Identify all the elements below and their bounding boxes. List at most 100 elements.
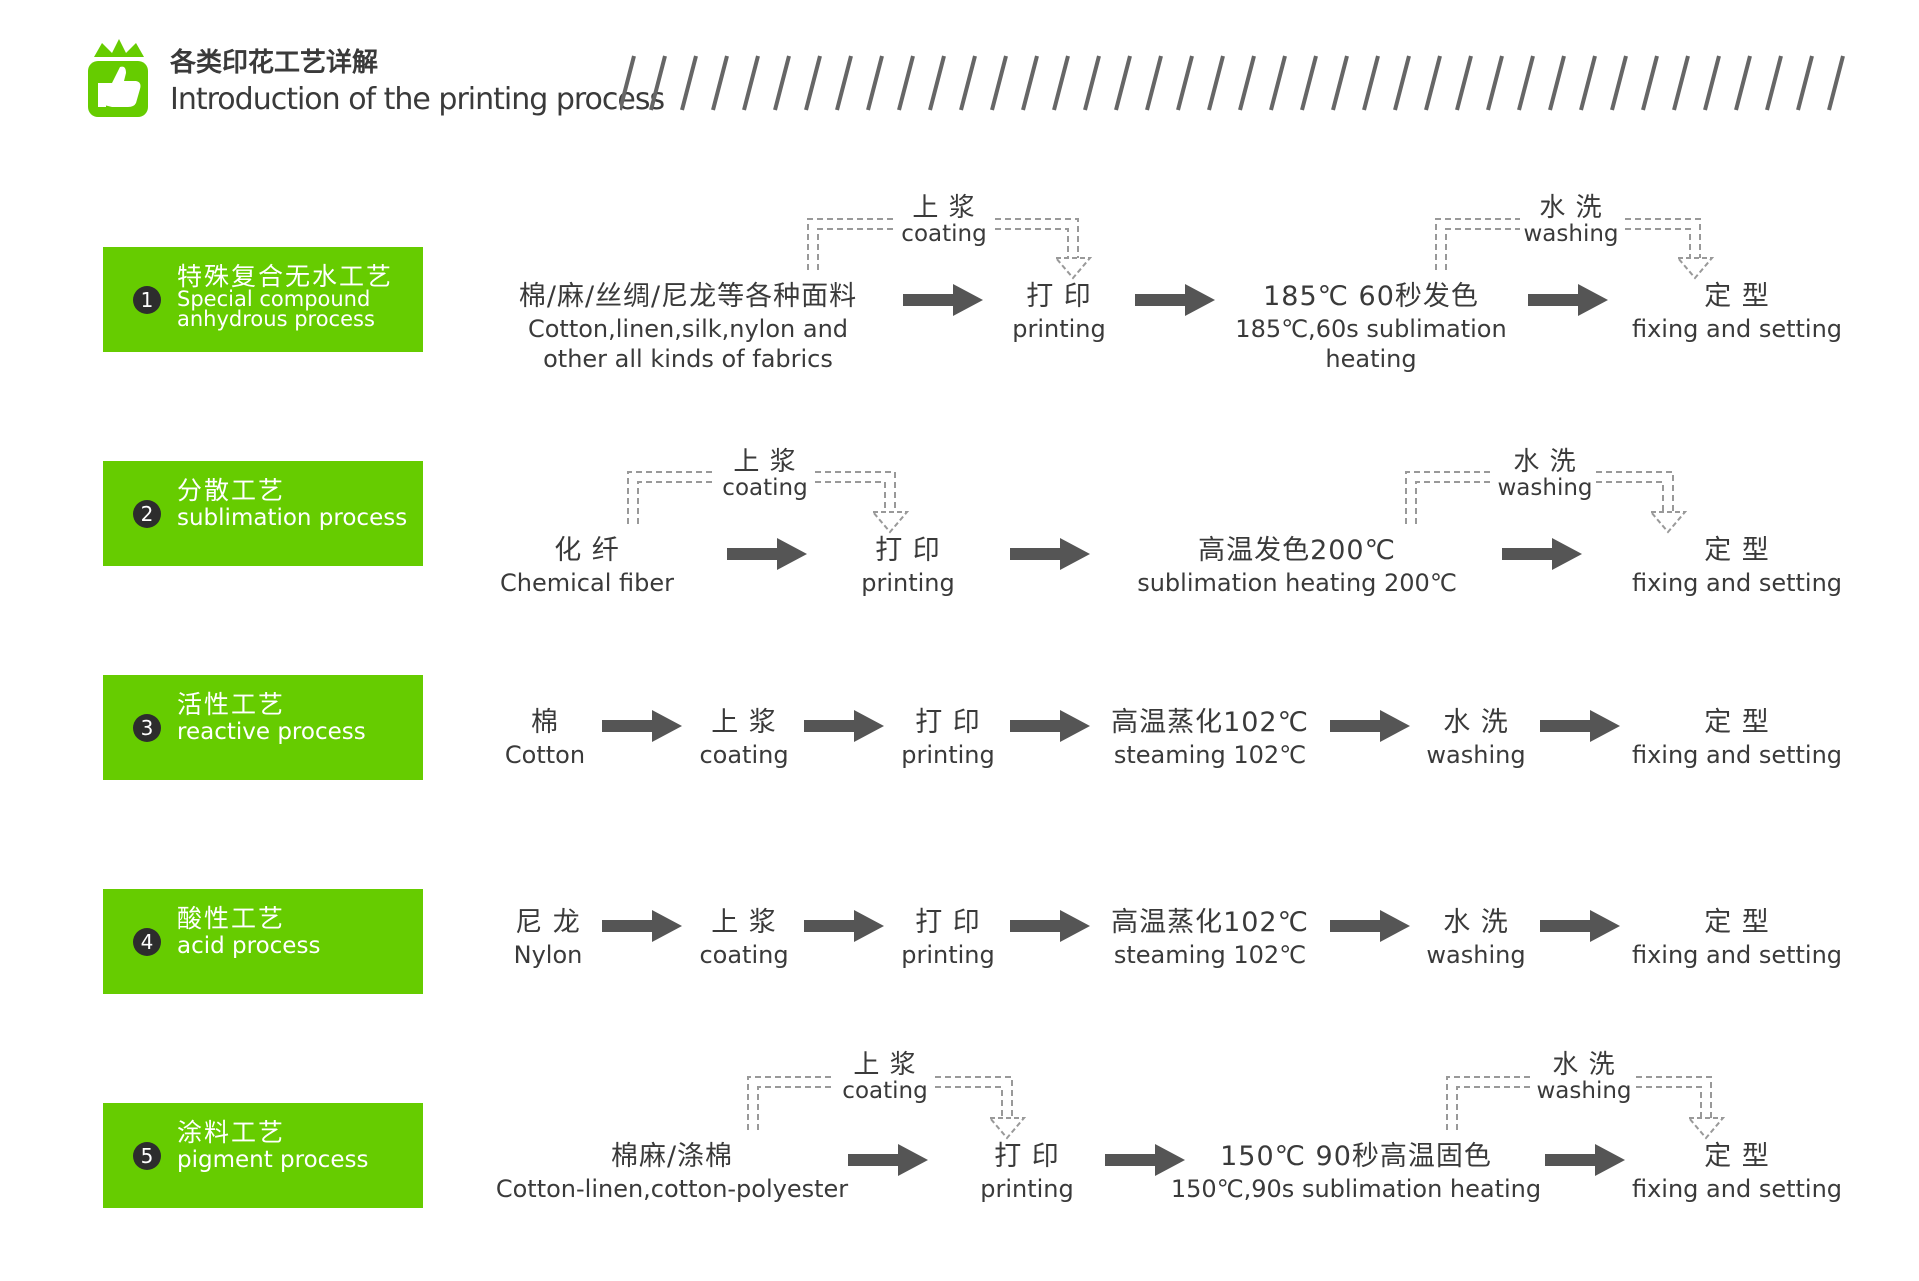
step-cn: 打 印 xyxy=(915,907,981,938)
stripe xyxy=(1703,55,1721,111)
step-en: washing xyxy=(1426,741,1526,769)
step-en-2: heating xyxy=(1325,345,1417,373)
stripe xyxy=(1734,55,1752,111)
side-step-washing: 水 洗 washing xyxy=(1523,195,1618,247)
step-en-2: other all kinds of fabrics xyxy=(543,345,833,373)
step-en: coating xyxy=(722,475,808,501)
step-cotton-linen: 棉麻/涤棉 Cotton-linen,cotton-polyester xyxy=(496,1140,848,1204)
step-number: 1 xyxy=(133,286,161,314)
stripe xyxy=(620,55,636,111)
stripe xyxy=(990,55,1008,111)
stripe xyxy=(1765,55,1783,111)
process-name-en: sublimation process xyxy=(177,505,408,531)
flow-arrow xyxy=(1010,710,1090,742)
step-cn: 水 洗 xyxy=(1443,907,1509,938)
step-cn: 水 洗 xyxy=(1513,447,1577,477)
stripe xyxy=(1393,55,1411,111)
step-en: printing xyxy=(861,569,955,597)
step-fixing: 定 型 fixing and setting xyxy=(1632,280,1842,344)
process-name-en-line2: anhydrous process xyxy=(177,307,375,331)
stripe xyxy=(1238,55,1256,111)
step-cn: 定 型 xyxy=(1704,535,1770,566)
stripe xyxy=(1269,55,1287,111)
process-name-en: acid process xyxy=(177,933,321,959)
step-fixing: 定 型 fixing and setting xyxy=(1632,1140,1842,1204)
step-printing: 打 印 printing xyxy=(901,706,995,770)
step-cn: 水 洗 xyxy=(1552,1050,1616,1080)
process-name-cn: 涂料工艺 xyxy=(177,1118,286,1147)
step-printing: 打 印 printing xyxy=(901,906,995,970)
stripe xyxy=(1145,55,1163,111)
process-name-en: Special compound anhydrous process xyxy=(177,287,375,331)
stripe xyxy=(1641,55,1659,111)
step-en: fixing and setting xyxy=(1631,315,1843,343)
flow-arrow xyxy=(727,538,807,570)
stripe xyxy=(835,55,853,111)
stripe xyxy=(742,55,760,111)
step-coating: 上 浆 coating xyxy=(699,906,788,970)
step-cn: 上 浆 xyxy=(912,193,976,223)
step-cn: 定 型 xyxy=(1704,707,1770,738)
dashed-branch-arrow xyxy=(627,471,910,534)
step-en: printing xyxy=(901,741,995,769)
step-cn: 定 型 xyxy=(1704,1141,1770,1172)
step-en: fixing and setting xyxy=(1631,741,1843,769)
flow-arrow xyxy=(804,910,884,942)
stripe xyxy=(1300,55,1318,111)
step-number: 5 xyxy=(133,1142,161,1170)
side-step-coating: 上 浆 coating xyxy=(842,1052,927,1104)
side-step-coating: 上 浆 coating xyxy=(722,449,807,501)
stripe xyxy=(1610,55,1628,111)
stripe xyxy=(649,55,667,111)
flow-arrow xyxy=(804,710,884,742)
step-chemical-fiber: 化 纤 Chemical fiber xyxy=(500,534,674,598)
step-cn: 上 浆 xyxy=(711,707,777,738)
flow-arrow xyxy=(848,1144,928,1176)
step-washing: 水 洗 washing xyxy=(1426,706,1525,770)
stripe xyxy=(928,55,946,111)
step-coating: 上 浆 coating xyxy=(699,706,788,770)
process-name-cn: 特殊复合无水工艺 xyxy=(177,262,394,291)
step-en: printing xyxy=(1012,315,1106,343)
step-cn: 上 浆 xyxy=(853,1050,917,1080)
step-fabric: 棉/麻/丝绸/尼龙等各种面料 Cotton,linen,silk,nylon a… xyxy=(519,280,857,374)
step-cn: 上 浆 xyxy=(711,907,777,938)
step-cn: 棉/麻/丝绸/尼龙等各种面料 xyxy=(518,281,858,312)
stripe xyxy=(1331,55,1349,111)
flow-arrow xyxy=(903,284,983,316)
dashed-branch-arrow xyxy=(1435,218,1715,280)
step-en: coating xyxy=(842,1078,928,1104)
flow-arrow xyxy=(1528,284,1608,316)
stripe xyxy=(1021,55,1039,111)
side-step-coating: 上 浆 coating xyxy=(901,195,986,247)
stripe xyxy=(1579,55,1597,111)
flow-arrow xyxy=(1135,284,1215,316)
step-steaming: 高温蒸化102℃ steaming 102℃ xyxy=(1111,706,1309,770)
step-en: coating xyxy=(901,221,987,247)
stripe xyxy=(1176,55,1194,111)
flow-arrow xyxy=(1010,538,1090,570)
step-number: 4 xyxy=(133,928,161,956)
step-steaming: 高温蒸化102℃ steaming 102℃ xyxy=(1111,906,1309,970)
step-washing: 水 洗 washing xyxy=(1426,906,1525,970)
step-en: washing xyxy=(1426,941,1526,969)
step-cn: 打 印 xyxy=(994,1141,1060,1172)
stripe xyxy=(1455,55,1473,111)
stripe xyxy=(1362,55,1380,111)
step-en: steaming 102℃ xyxy=(1113,741,1307,769)
stripe xyxy=(1486,55,1504,111)
step-cn: 水 洗 xyxy=(1539,193,1603,223)
page-title-en: Introduction of the printing process xyxy=(170,82,665,117)
step-cn: 高温蒸化102℃ xyxy=(1111,907,1309,938)
step-cn: 尼 龙 xyxy=(515,907,581,938)
process-name-cn: 活性工艺 xyxy=(177,690,286,719)
step-cotton: 棉 Cotton xyxy=(505,706,585,770)
step-en: coating xyxy=(699,941,789,969)
step-cn: 上 浆 xyxy=(733,447,797,477)
stripe xyxy=(1517,55,1535,111)
step-en: 150℃,90s sublimation heating xyxy=(1170,1175,1542,1203)
flow-arrow xyxy=(1540,910,1620,942)
stripe xyxy=(1083,55,1101,111)
stripe xyxy=(1672,55,1690,111)
process-name-en-line1: Special compound xyxy=(177,287,371,311)
